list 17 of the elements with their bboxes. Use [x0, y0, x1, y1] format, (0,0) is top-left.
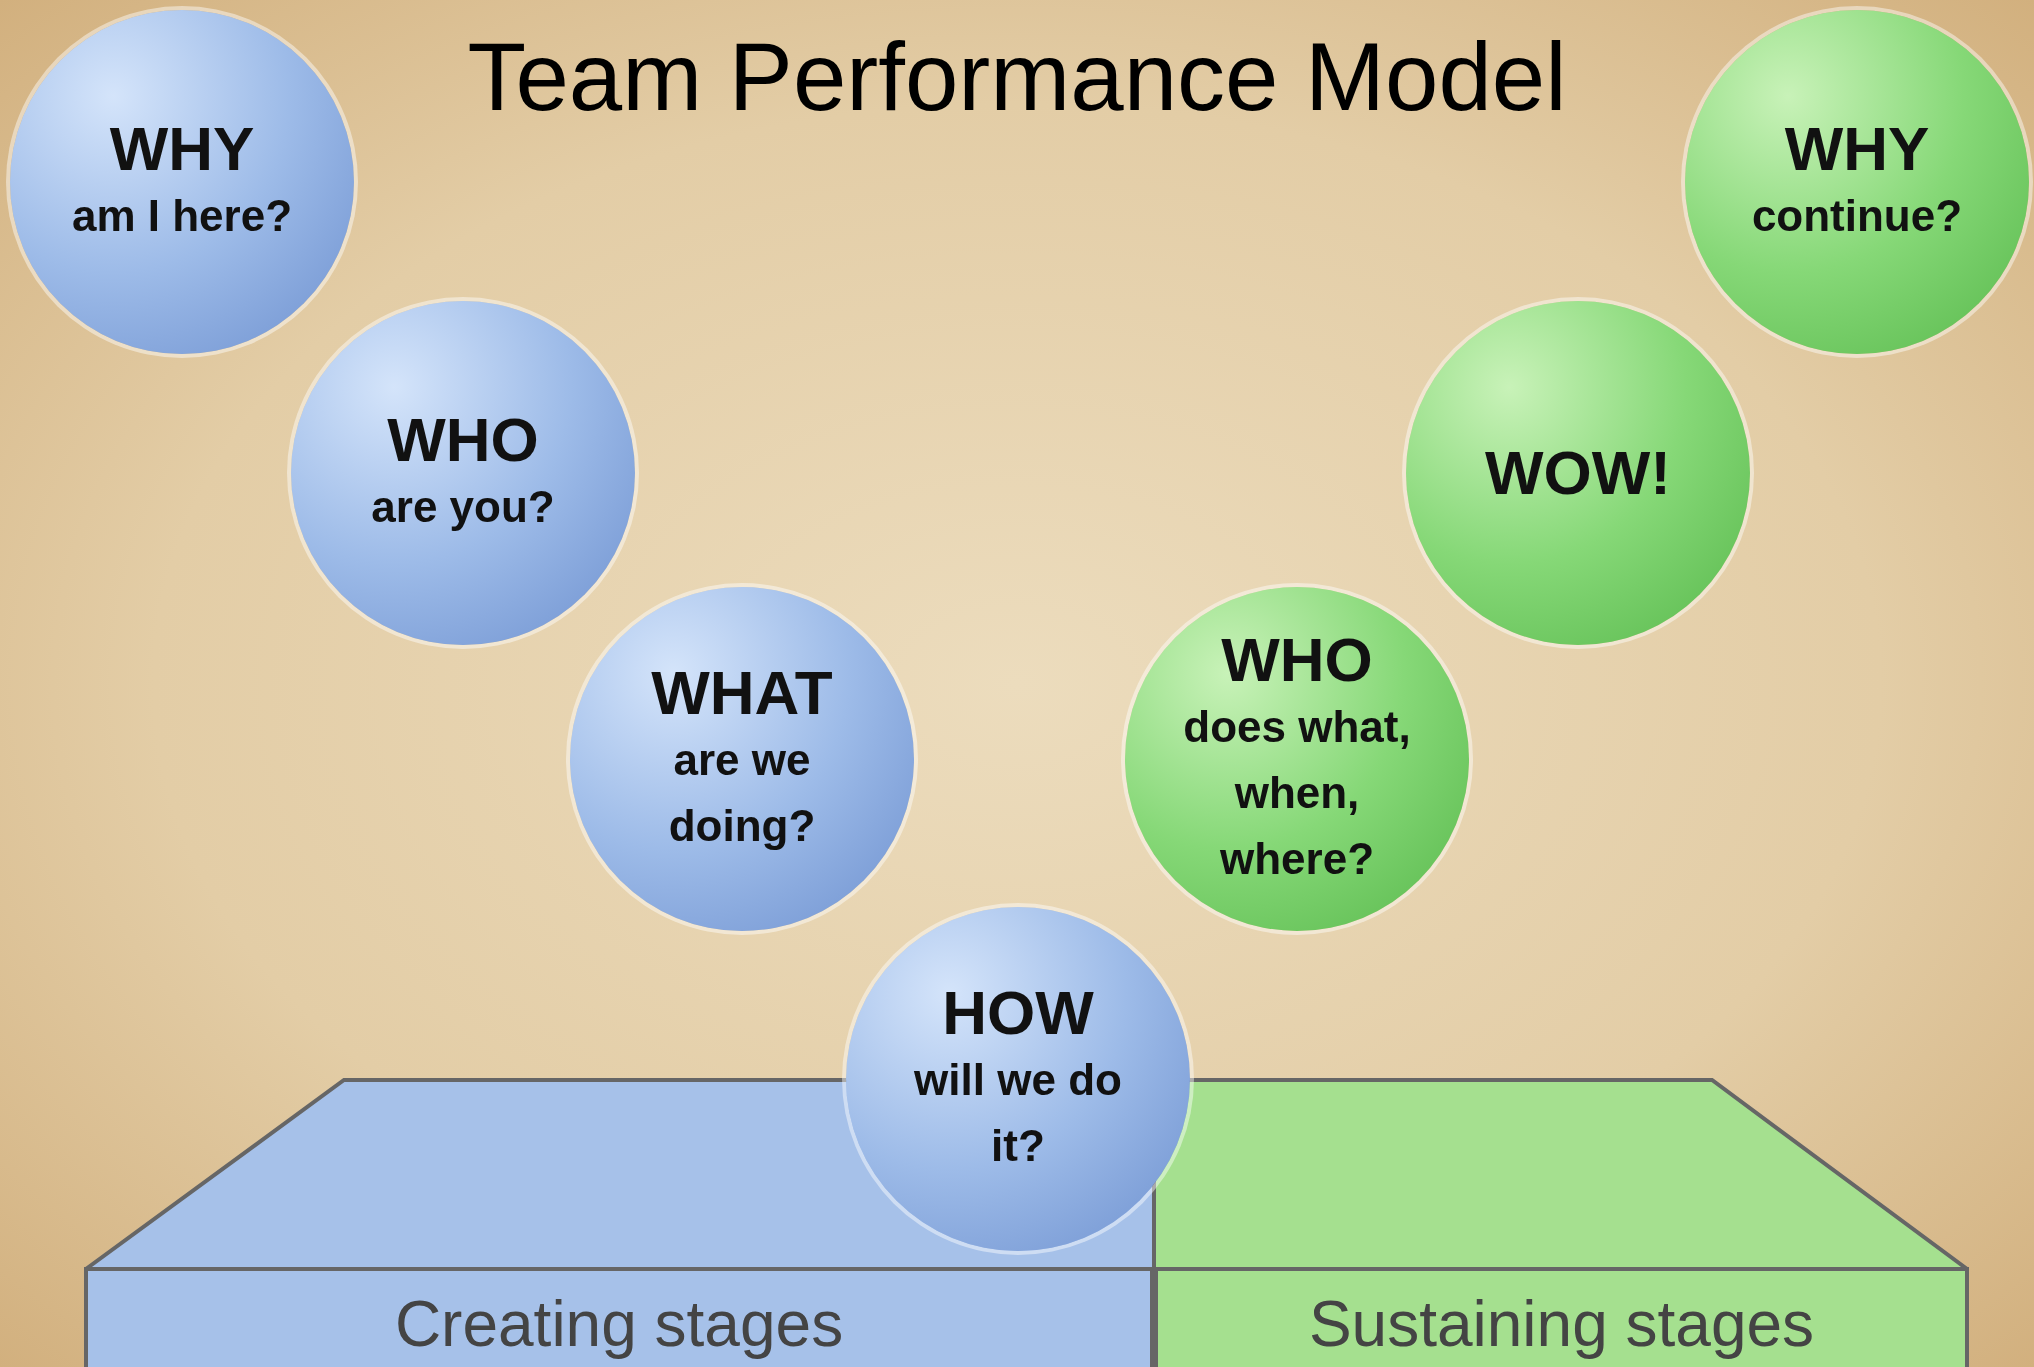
circle-heading: WHO	[1221, 625, 1373, 695]
title: Team Performance Model	[467, 22, 1567, 132]
circle-heading: WHAT	[651, 658, 833, 728]
circle-text: am I here?	[70, 190, 294, 243]
circle-heading: WHO	[387, 405, 539, 475]
stage-label: Sustaining stages	[1308, 1287, 1815, 1361]
circle-text: continue?	[1750, 190, 1964, 243]
circle-text: will we do it?	[913, 1054, 1123, 1173]
stage-label: Creating stages	[394, 1287, 844, 1361]
circle-heading: WHY	[1784, 114, 1930, 184]
circle-heading: HOW	[942, 978, 1094, 1048]
platform-block	[1154, 1078, 1969, 1367]
circle-heading: WHY	[109, 114, 255, 184]
circle-heading: WOW!	[1485, 438, 1671, 508]
circle-text: are you?	[370, 481, 556, 534]
circle-text: does what, when, where?	[1182, 701, 1412, 886]
circle-text: are we doing?	[667, 734, 817, 853]
